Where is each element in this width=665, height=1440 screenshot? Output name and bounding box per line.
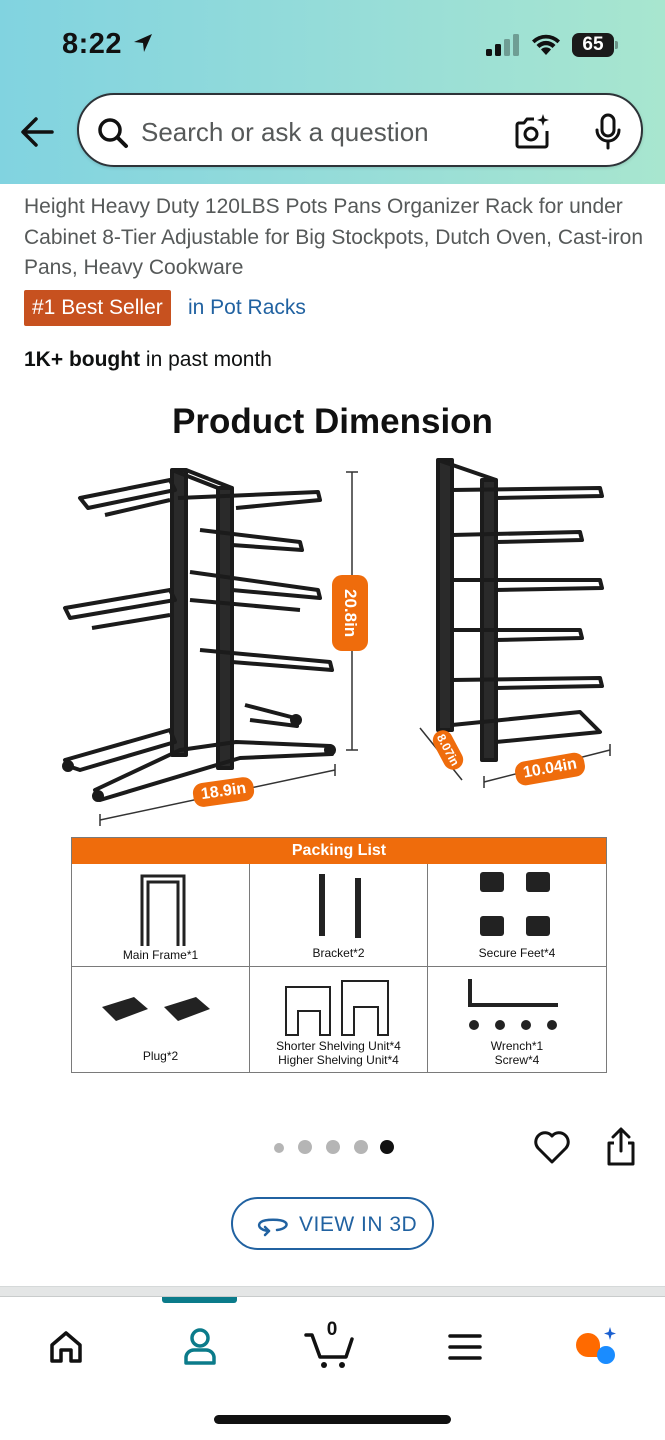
carousel-dot[interactable]: [298, 1140, 312, 1154]
packing-item-secure-feet: Secure Feet*4: [428, 864, 606, 967]
product-title[interactable]: Height Heavy Duty 120LBS Pots Pans Organ…: [24, 195, 644, 279]
section-divider: [0, 1286, 665, 1296]
packing-item-label: Bracket*2: [312, 946, 365, 960]
packing-item-plug: Plug*2: [72, 967, 250, 1072]
best-seller-category-link[interactable]: in Pot Racks: [188, 296, 306, 319]
packing-item-label: Wrench*1 Screw*4: [490, 1039, 544, 1067]
height-dimension-label: 20.8in: [332, 575, 368, 651]
search-bar[interactable]: Search or ask a question: [77, 93, 643, 167]
product-image[interactable]: Product Dimension: [0, 390, 665, 1090]
view-in-3d-label: VIEW IN 3D: [299, 1213, 418, 1236]
packing-item-bracket: Bracket*2: [250, 864, 428, 967]
bought-count-rest: in past month: [140, 348, 272, 371]
bought-count: 1K+ bought in past month: [24, 348, 272, 372]
microphone-icon[interactable]: [593, 112, 623, 152]
nav-active-indicator: [162, 1297, 237, 1303]
search-input[interactable]: Search or ask a question: [141, 117, 429, 147]
search-icon: [98, 118, 128, 148]
camera-search-icon[interactable]: [512, 112, 552, 152]
packing-list: Packing List Main Frame*1 Bracket*2 Secu…: [71, 837, 607, 1073]
packing-item-label: Main Frame*1: [122, 948, 199, 962]
menu-icon[interactable]: [435, 1317, 495, 1377]
back-arrow-icon[interactable]: [18, 112, 58, 152]
bought-count-bold: 1K+ bought: [24, 348, 141, 371]
share-icon[interactable]: [604, 1127, 638, 1167]
battery-indicator: 65: [572, 33, 618, 57]
packing-list-title: Packing List: [72, 838, 606, 864]
home-indicator: [214, 1415, 451, 1424]
account-icon[interactable]: [170, 1317, 230, 1377]
carousel-dot-active[interactable]: [380, 1140, 394, 1154]
status-time: 8:22: [62, 28, 123, 60]
packing-item-wrench-screw: Wrench*1 Screw*4: [428, 967, 606, 1072]
home-icon[interactable]: [36, 1317, 96, 1377]
view-in-3d-button[interactable]: VIEW IN 3D: [231, 1197, 434, 1250]
packing-list-grid: Main Frame*1 Bracket*2 Secure Feet*4 Plu…: [72, 864, 606, 1072]
packing-item-label: Plug*2: [142, 1049, 179, 1063]
cart-icon: [304, 1333, 354, 1368]
carousel-dot[interactable]: [274, 1143, 284, 1153]
packing-item-main-frame: Main Frame*1: [72, 864, 250, 967]
packing-item-label: Shorter Shelving Unit*4 Higher Shelving …: [276, 1039, 401, 1067]
heart-icon[interactable]: [532, 1128, 572, 1166]
carousel-dot[interactable]: [326, 1140, 340, 1154]
rufus-assistant-icon[interactable]: [566, 1317, 626, 1377]
packing-item-label: Secure Feet*4: [478, 946, 556, 960]
battery-tip: [615, 41, 618, 49]
bottom-navigation: 0: [0, 1296, 665, 1440]
location-arrow-icon: [134, 34, 152, 52]
best-seller-badge[interactable]: #1 Best Seller: [24, 290, 171, 326]
battery-level: 65: [572, 33, 614, 57]
app-header: 8:22 65 Search or ask a question: [0, 0, 665, 184]
wifi-icon: [532, 34, 560, 55]
image-heading: Product Dimension: [172, 402, 493, 441]
signal-icon: [486, 34, 519, 56]
cart-count: 0: [326, 1319, 338, 1340]
carousel-dot[interactable]: [354, 1140, 368, 1154]
pot-rack-illustration: [62, 458, 611, 826]
packing-item-shelving-units: Shorter Shelving Unit*4 Higher Shelving …: [250, 967, 428, 1072]
rotate-3d-icon: [257, 1218, 288, 1237]
cart-button[interactable]: 0: [300, 1317, 360, 1377]
